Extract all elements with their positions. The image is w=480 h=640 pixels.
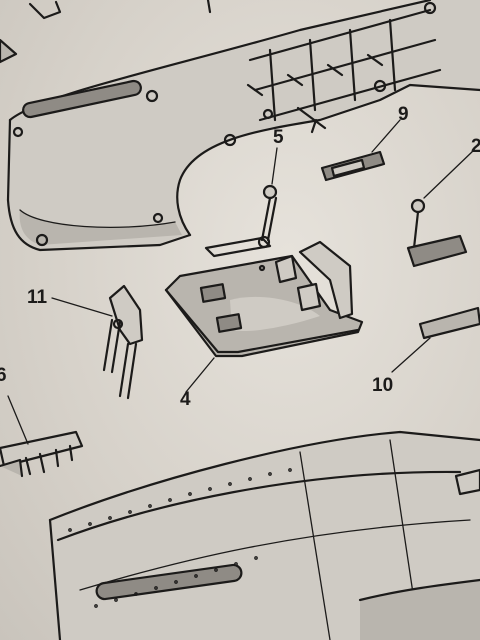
callout-2: 2 [471, 136, 480, 157]
part-6-exhaust [0, 395, 84, 478]
part-9-bracket [320, 119, 401, 182]
part-11-bracket [51, 284, 144, 400]
callout-4: 4 [180, 389, 191, 410]
callout-9: 9 [398, 104, 409, 125]
callout-5: 5 [273, 127, 284, 148]
callout-11: 11 [27, 287, 48, 308]
fragment-top-left [0, 0, 212, 64]
part-10-strip [391, 306, 480, 373]
part-fuselage-upper [6, 0, 480, 252]
part-5-control-stick [204, 147, 278, 258]
part-fuselage-lower [48, 430, 480, 640]
callout-10: 10 [372, 375, 394, 396]
callout-6: 6 [0, 365, 7, 386]
part-2-pedal [406, 149, 475, 268]
part-4-cockpit-floor [164, 240, 364, 393]
